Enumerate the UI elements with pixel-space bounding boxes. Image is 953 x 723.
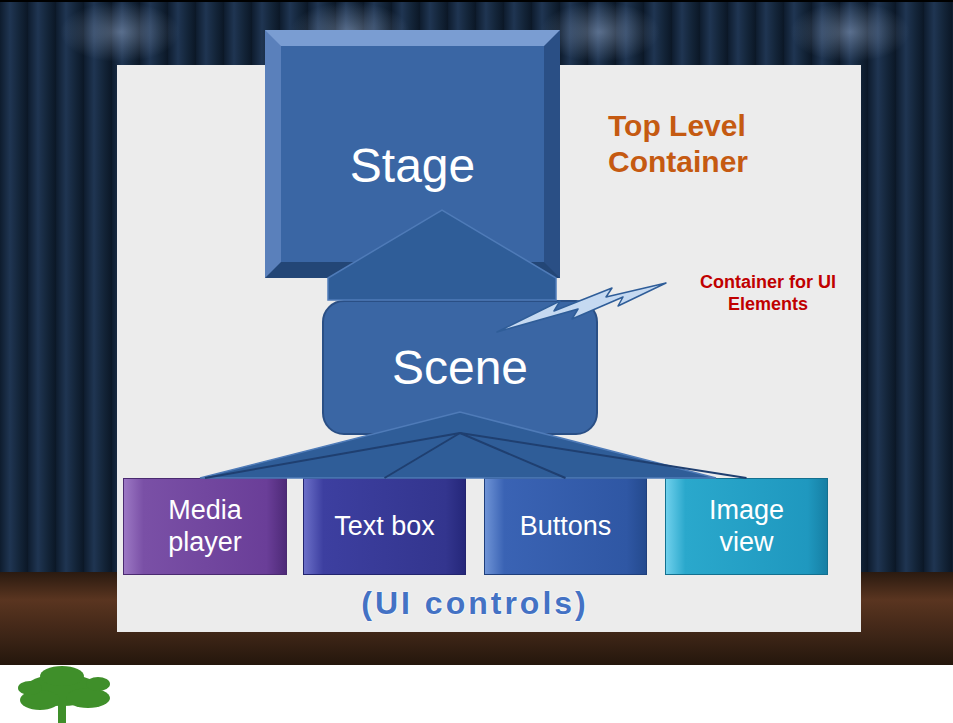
branch-connector (385, 433, 461, 478)
container-arrow (328, 210, 556, 300)
node-text: Text box (334, 511, 435, 542)
control-box: Media player (123, 478, 287, 575)
branch-connector (460, 433, 747, 478)
branch-line (460, 433, 747, 478)
branch-connector (205, 433, 460, 478)
branch-line (385, 433, 461, 478)
branch-line (460, 433, 566, 478)
node-text: Image view (688, 495, 805, 557)
branch-line (205, 433, 460, 478)
control-box: Buttons (484, 478, 647, 575)
branch-triangle (200, 412, 716, 478)
callout-note: Container for UI Elements (668, 272, 868, 315)
control-box: Text box (303, 478, 466, 575)
node-text: Stage (350, 138, 475, 193)
group-caption: (UI controls) (275, 584, 675, 622)
control-box: Image view (665, 478, 828, 575)
node-text: Scene (392, 340, 528, 395)
branch-connector (460, 433, 566, 478)
title-note: Top Level Container (608, 108, 818, 180)
node-text: Buttons (520, 511, 612, 542)
node-text: Media player (146, 495, 264, 557)
